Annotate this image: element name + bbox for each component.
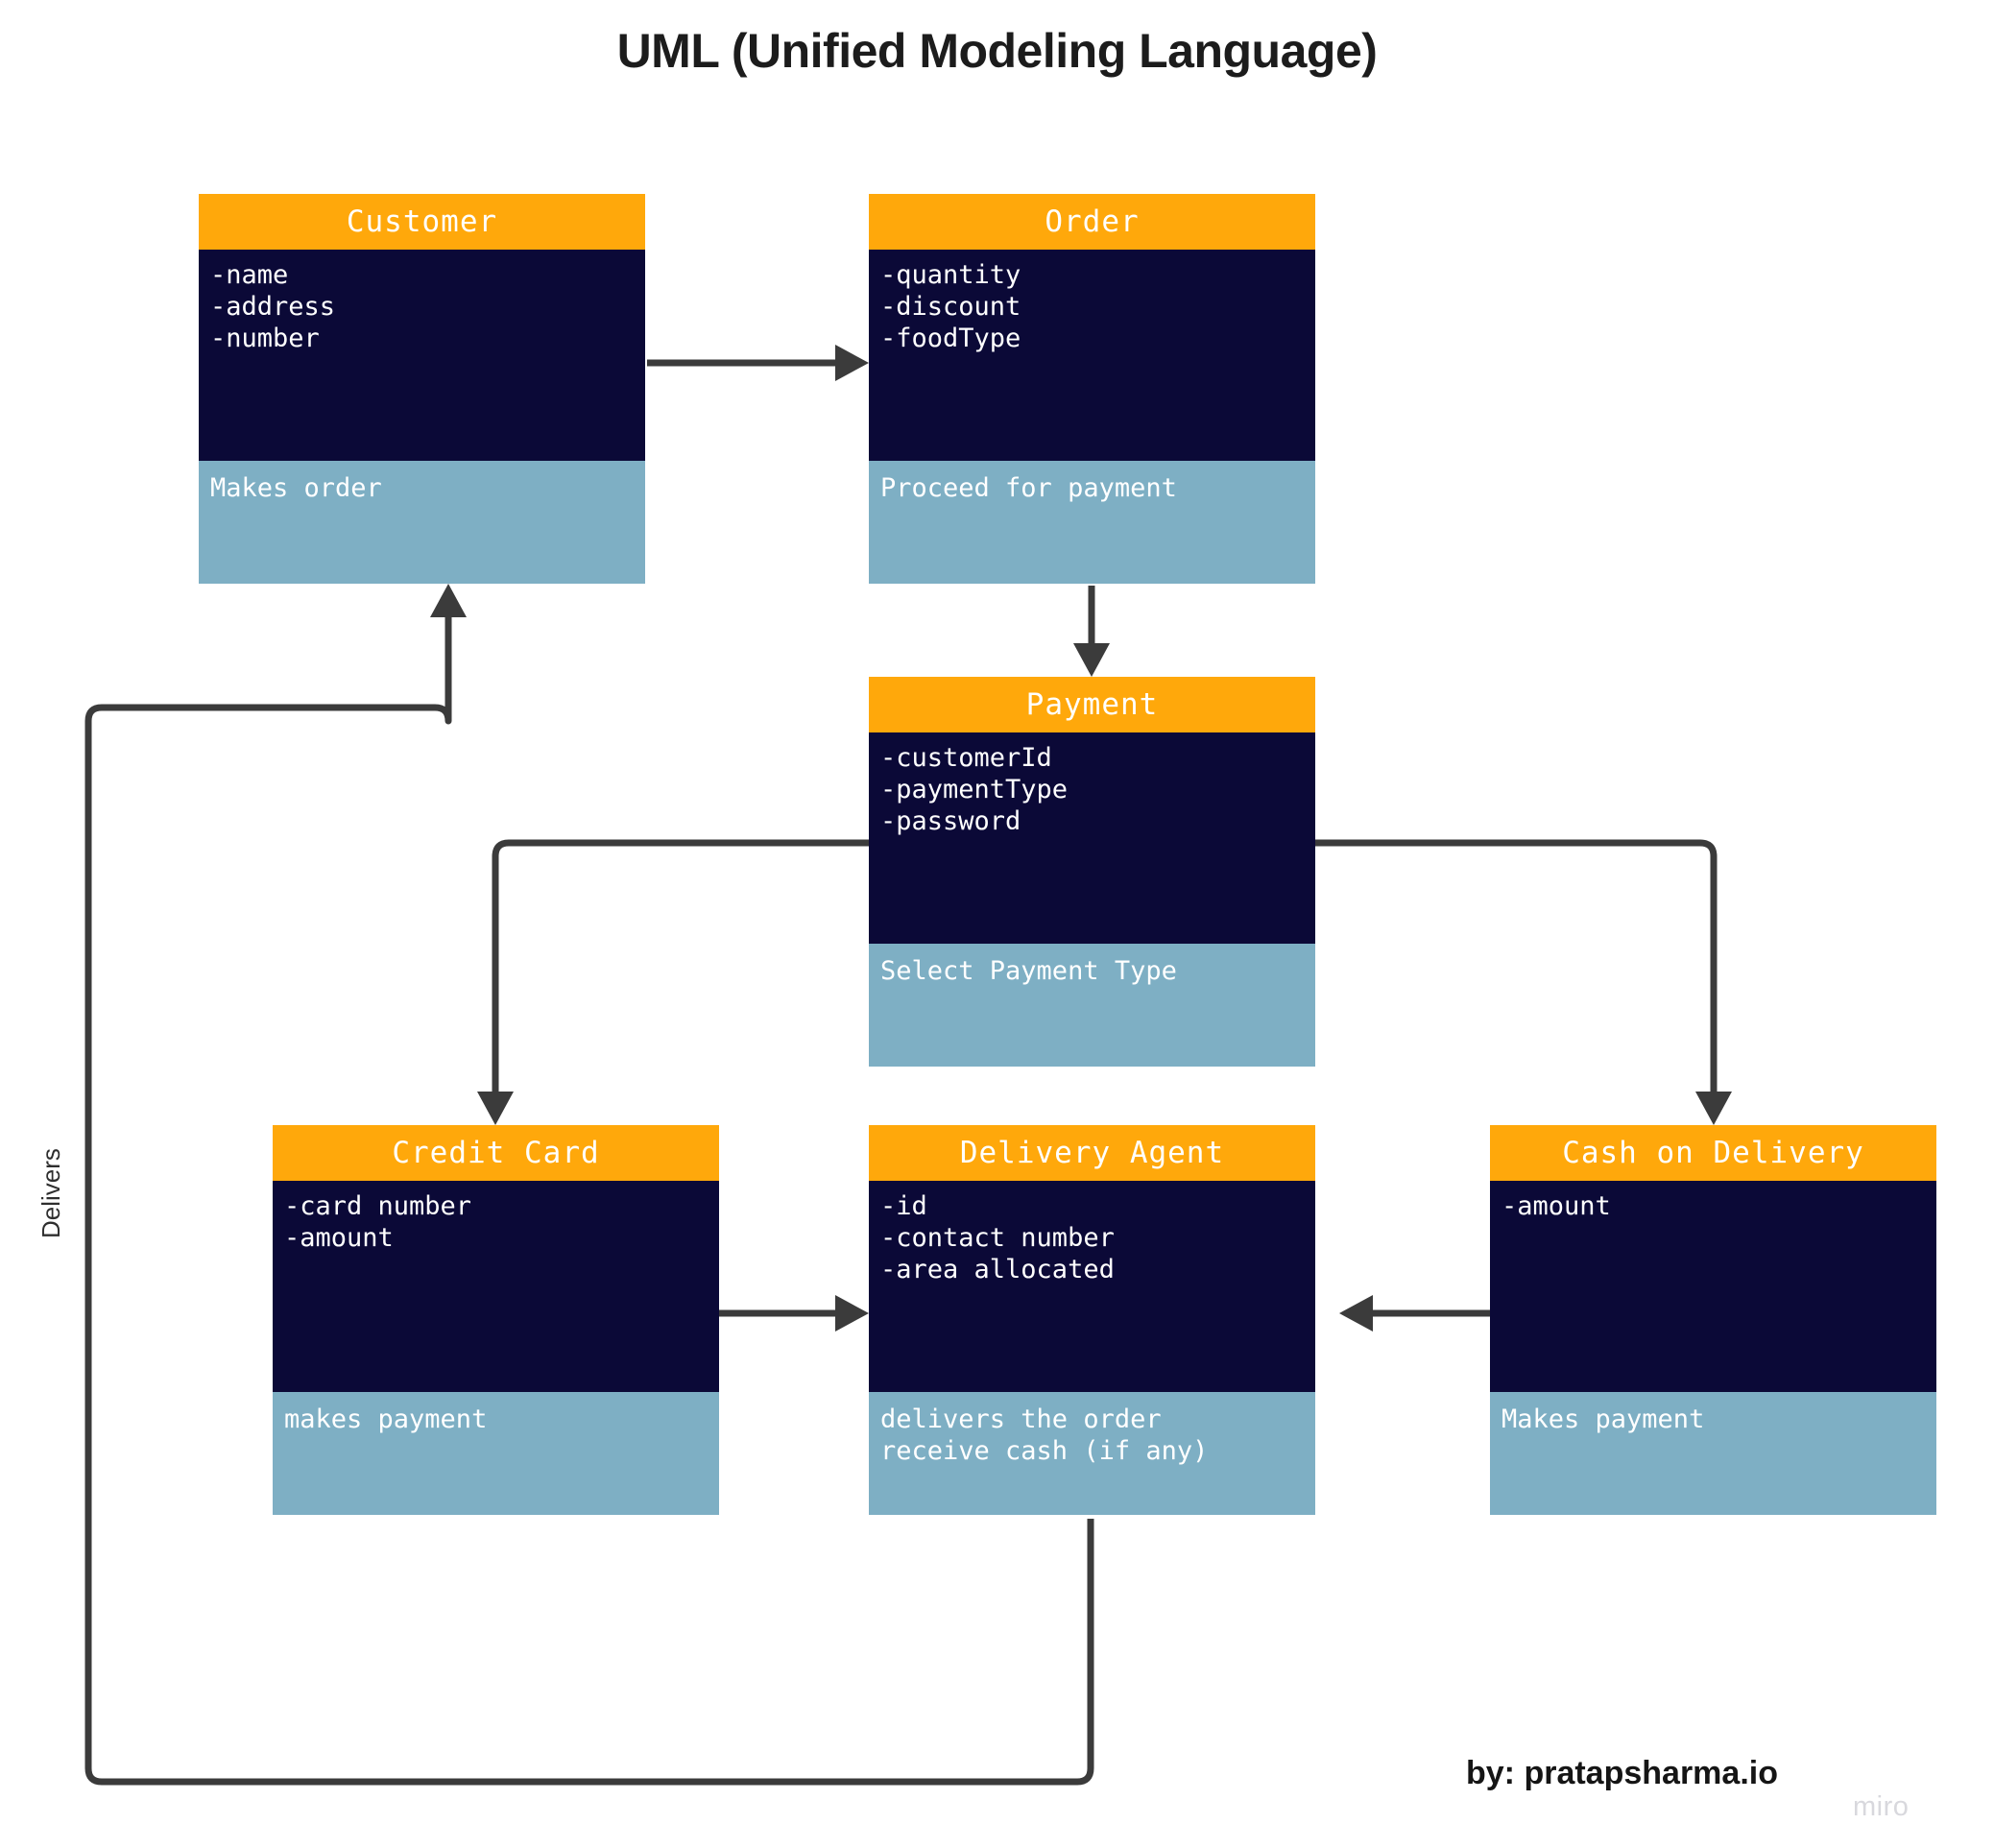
author-byline: by: pratapsharma.io [1466, 1755, 1778, 1791]
uml-class-delivery-agent-attributes: -id -contact number -area allocated [869, 1181, 1315, 1392]
operation-line: Select Payment Type [880, 956, 1177, 986]
uml-class-credit-card[interactable]: Credit Card -card number -amount makes p… [273, 1125, 719, 1515]
page-title: UML (Unified Modeling Language) [616, 24, 1378, 78]
edge-payment-to-credit-card [477, 839, 869, 1125]
edge-delivery-agent-to-customer [84, 584, 1094, 1786]
uml-class-credit-card-attributes: -card number -amount [273, 1181, 719, 1392]
uml-class-order-attributes: -quantity -discount -foodType [869, 250, 1315, 461]
uml-class-payment-operations: Select Payment Type [869, 944, 1315, 1067]
uml-class-payment-attributes: -customerId -paymentType -password [869, 732, 1315, 944]
attribute-line: -foodType [880, 324, 1021, 353]
operation-line: Makes payment [1502, 1404, 1705, 1434]
operation-line: receive cash (if any) [880, 1436, 1209, 1466]
edge-payment-to-cash-on-delivery [1315, 839, 1732, 1125]
attribute-line: -paymentType [880, 775, 1069, 804]
attribute-line: -name [210, 260, 289, 290]
edge-customer-to-order [647, 345, 869, 381]
edge-order-to-payment [1073, 586, 1110, 677]
uml-class-payment-title: Payment [869, 677, 1315, 732]
miro-watermark: miro [1853, 1791, 1910, 1822]
operation-line: Proceed for payment [880, 473, 1177, 503]
uml-class-payment[interactable]: Payment -customerId -paymentType -passwo… [869, 677, 1315, 1067]
operation-line: delivers the order [880, 1404, 1162, 1434]
uml-class-order-operations: Proceed for payment [869, 461, 1315, 584]
uml-class-customer[interactable]: Customer -name -address -number Makes or… [199, 194, 645, 584]
uml-class-credit-card-title: Credit Card [273, 1125, 719, 1181]
attribute-line: -contact number [880, 1223, 1115, 1253]
uml-class-delivery-agent[interactable]: Delivery Agent -id -contact number -area… [869, 1125, 1315, 1515]
attribute-line: -quantity [880, 260, 1021, 290]
edge-cash-on-delivery-to-delivery-agent [1339, 1295, 1490, 1332]
attribute-line: -amount [1502, 1191, 1611, 1221]
uml-class-cash-on-delivery-attributes: -amount [1490, 1181, 1936, 1392]
uml-class-delivery-agent-title: Delivery Agent [869, 1125, 1315, 1181]
operation-line: makes payment [284, 1404, 488, 1434]
attribute-line: -amount [284, 1223, 394, 1253]
edge-credit-card-to-delivery-agent [719, 1295, 869, 1332]
uml-class-order[interactable]: Order -quantity -discount -foodType Proc… [869, 194, 1315, 584]
attribute-line: -customerId [880, 743, 1052, 773]
uml-class-cash-on-delivery-operations: Makes payment [1490, 1392, 1936, 1515]
uml-class-delivery-agent-operations: delivers the order receive cash (if any) [869, 1392, 1315, 1515]
operation-line: Makes order [210, 473, 382, 503]
attribute-line: -address [210, 292, 336, 322]
uml-class-customer-attributes: -name -address -number [199, 250, 645, 461]
uml-class-cash-on-delivery-title: Cash on Delivery [1490, 1125, 1936, 1181]
uml-class-customer-title: Customer [199, 194, 645, 250]
uml-class-order-title: Order [869, 194, 1315, 250]
attribute-line: -id [880, 1191, 927, 1221]
uml-class-customer-operations: Makes order [199, 461, 645, 584]
uml-class-credit-card-operations: makes payment [273, 1392, 719, 1515]
attribute-line: -password [880, 806, 1021, 836]
attribute-line: -area allocated [880, 1255, 1115, 1284]
uml-class-cash-on-delivery[interactable]: Cash on Delivery -amount Makes payment [1490, 1125, 1936, 1515]
attribute-line: -card number [284, 1191, 472, 1221]
edge-label-delivers: Delivers [36, 1148, 65, 1238]
attribute-line: -discount [880, 292, 1021, 322]
attribute-line: -number [210, 324, 320, 353]
